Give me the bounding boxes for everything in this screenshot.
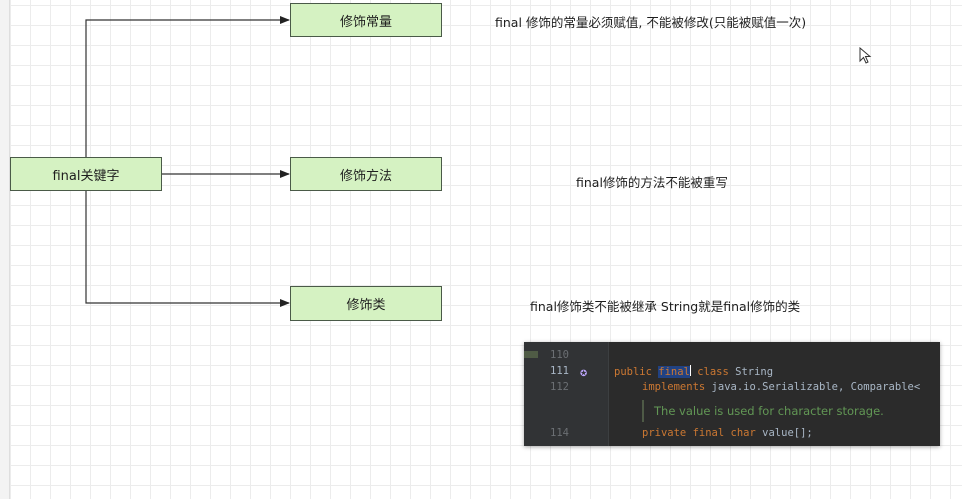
- code-identifier: String: [735, 366, 774, 378]
- node-modify-method[interactable]: 修饰方法: [290, 157, 442, 191]
- line-number: 114: [550, 427, 569, 439]
- code-keyword: final: [692, 427, 725, 439]
- code-text: value[];: [762, 427, 813, 439]
- left-panel-edge: [0, 0, 10, 499]
- code-text: java.io.Serializable, Comparable<: [711, 381, 921, 393]
- gutter-fold-marker: [524, 351, 538, 358]
- code-keyword: private: [642, 427, 687, 439]
- overridden-marker-icon: ✪: [580, 365, 588, 379]
- root-node-final-keyword[interactable]: final关键字: [10, 157, 162, 191]
- line-number: 111: [550, 365, 569, 377]
- code-keyword: public: [614, 366, 652, 378]
- node-method-label: 修饰方法: [339, 168, 392, 184]
- root-node-label: final关键字: [52, 168, 120, 184]
- text-caret: [689, 365, 691, 376]
- connector-to-class: [85, 191, 290, 307]
- selected-keyword: final: [658, 366, 690, 378]
- note-method: final修饰的方法不能被重写: [576, 175, 728, 190]
- node-constant-label: 修饰常量: [339, 14, 392, 30]
- note-class: final修饰类不能被继承 String就是final修饰的类: [530, 299, 801, 314]
- rendered-doc-comment: The value is used for character storage.: [642, 400, 884, 422]
- note-constant: final 修饰的常量必须赋值, 不能被修改(只能被赋值一次): [495, 15, 807, 30]
- code-line-111: public final class String: [614, 365, 773, 378]
- code-gutter: 110 111 ✪ 112 114: [524, 342, 609, 446]
- code-keyword: class: [697, 366, 729, 378]
- node-modify-constant[interactable]: 修饰常量: [290, 3, 442, 37]
- mouse-pointer-icon: [859, 47, 872, 64]
- line-number: 112: [550, 381, 569, 393]
- node-modify-class[interactable]: 修饰类: [290, 286, 442, 321]
- code-keyword: char: [730, 427, 756, 439]
- code-keyword: implements: [642, 381, 706, 393]
- code-line-112: implements java.io.Serializable, Compara…: [642, 381, 920, 393]
- node-class-label: 修饰类: [346, 298, 386, 313]
- code-screenshot: 110 111 ✪ 112 114 public final class Str…: [524, 342, 940, 446]
- line-number: 110: [550, 349, 569, 361]
- code-line-114: private final char value[];: [642, 427, 813, 439]
- connector-to-constant: [85, 16, 290, 157]
